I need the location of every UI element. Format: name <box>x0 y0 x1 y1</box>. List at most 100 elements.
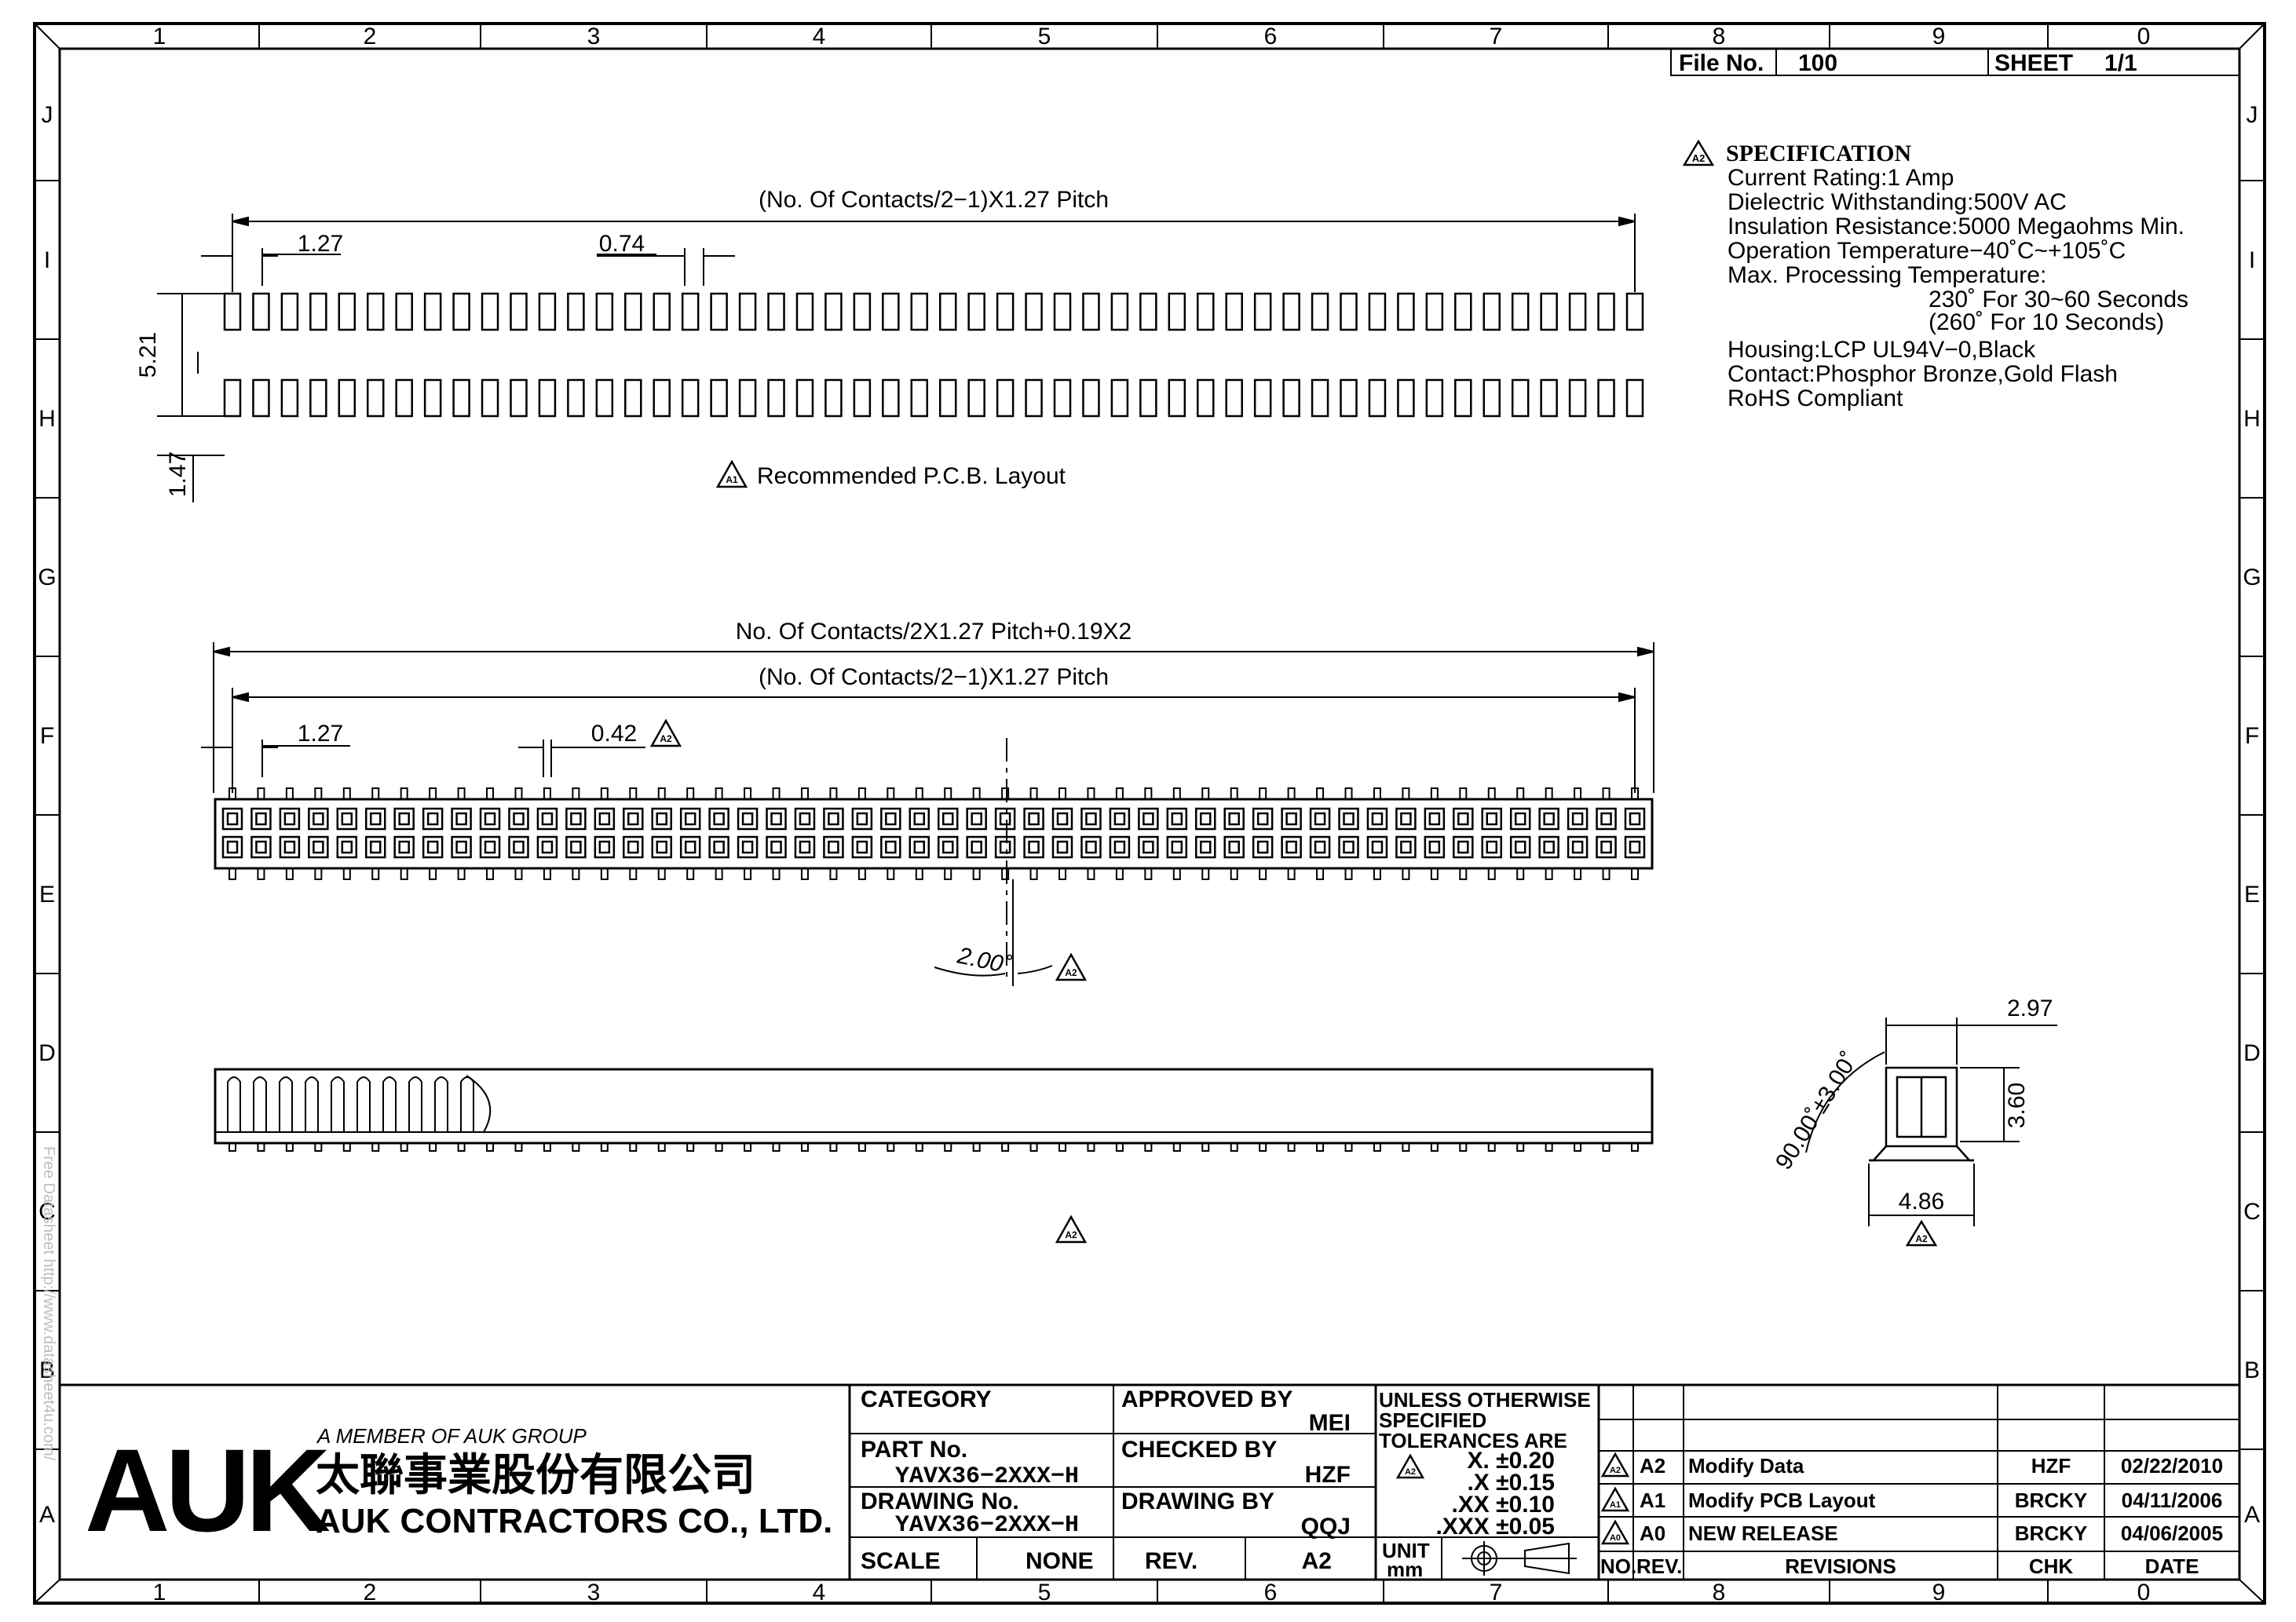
side-pin-tail <box>1373 1142 1381 1152</box>
pcb-pad <box>996 378 1015 418</box>
pcb-pad <box>1311 292 1329 331</box>
rev-header-rev: REV. <box>1636 1554 1682 1578</box>
pin-tail <box>1602 868 1610 880</box>
contact-cell <box>679 807 701 831</box>
contact-cell <box>1143 812 1154 826</box>
svg-text:A2: A2 <box>1065 1229 1077 1240</box>
contact-cell <box>1051 807 1073 831</box>
pcb-pad <box>710 292 728 331</box>
contact-cell <box>623 807 644 831</box>
revision-rev: A1 <box>1640 1489 1665 1512</box>
front-contact-cells <box>221 807 1646 859</box>
pcb-pad <box>423 378 442 418</box>
pin-tail <box>1631 787 1639 800</box>
contact-cell <box>1256 812 1269 826</box>
contact-cell <box>880 835 901 859</box>
contact-cell <box>856 812 868 826</box>
front-view: No. Of Contacts/2X1.27 Pitch+0.19X2 (No.… <box>201 619 1654 986</box>
contact-cell <box>941 812 954 826</box>
rev-header-revisions: REVISIONS <box>1785 1554 1896 1578</box>
pcb-caption: Recommended P.C.B. Layout <box>757 463 1066 489</box>
pcb-pad <box>767 292 785 331</box>
tolerance-1: .X ±0.15 <box>1467 1470 1555 1496</box>
contact-cell <box>1596 835 1617 859</box>
end-width-top-dim: 2.97 <box>2007 995 2053 1021</box>
pin-tail <box>686 868 695 880</box>
contact-cell <box>794 835 816 859</box>
contact-cell <box>1023 807 1044 831</box>
zone-label: F <box>40 723 54 749</box>
spec-line: Max. Processing Temperature: <box>1727 262 2046 288</box>
contact-cell <box>455 840 467 854</box>
contact-cell <box>1428 812 1441 826</box>
pin-tail <box>285 868 294 880</box>
contact-cell <box>422 807 444 831</box>
contact-cell <box>1200 840 1212 854</box>
side-pin-tail <box>1058 1142 1067 1152</box>
contact-cell <box>937 807 959 831</box>
pcb-pad-width-dim: 0.74 <box>599 231 645 257</box>
end-height-dim: 3.60 <box>2004 1083 2030 1128</box>
contact-cell <box>770 840 782 854</box>
contact-cell <box>1453 835 1474 859</box>
contact-cell <box>1109 807 1131 831</box>
contact-cell <box>1195 835 1216 859</box>
pcb-pad <box>653 378 671 418</box>
contact-cell <box>1028 812 1040 826</box>
contact-cell <box>513 812 525 826</box>
pcb-pad <box>510 378 528 418</box>
side-contact <box>408 1076 422 1132</box>
contact-cell <box>594 835 616 859</box>
contact-cell <box>484 812 496 826</box>
side-pin-tail <box>857 1142 866 1152</box>
contact-cell <box>451 807 472 831</box>
pcb-span-dim: (No. Of Contacts/2−1)X1.27 Pitch <box>759 187 1109 213</box>
contact-cell <box>255 840 267 854</box>
pin-tail <box>715 787 723 800</box>
pin-tail <box>1287 787 1296 800</box>
side-pin-tail <box>1287 1142 1296 1152</box>
pin-tail <box>1574 868 1582 880</box>
spec-line: Dielectric Withstanding:500V AC <box>1727 189 2067 215</box>
zone-label: E <box>2244 882 2260 908</box>
contact-cell <box>508 807 529 831</box>
revision-date: 04/11/2006 <box>2122 1489 2223 1512</box>
drawing-no-label: DRAWING No. <box>861 1489 1019 1514</box>
pcb-pad <box>1082 378 1100 418</box>
zone-ticks <box>35 24 2265 1603</box>
contact-cell <box>221 835 243 859</box>
zone-label: 2 <box>364 1580 377 1606</box>
contact-cell <box>885 812 897 826</box>
contact-cell <box>794 807 816 831</box>
zone-label: 3 <box>587 24 601 49</box>
contact-cell <box>713 812 725 826</box>
side-pin-tail <box>1430 1142 1439 1152</box>
pin-tail <box>371 868 380 880</box>
pcb-pad <box>681 378 700 418</box>
pcb-pad <box>538 292 557 331</box>
pcb-pad <box>1253 378 1272 418</box>
contact-cell <box>909 807 930 831</box>
zone-label: 0 <box>2137 24 2151 49</box>
pin-tail <box>686 787 695 800</box>
pcb-pad <box>910 292 929 331</box>
spec-line: Current Rating:1 Amp <box>1727 165 1954 191</box>
pcb-pad <box>280 378 299 418</box>
contact-cell <box>1486 840 1498 854</box>
pcb-pad <box>938 378 957 418</box>
side-pin-tail <box>772 1142 781 1152</box>
side-pin-tail <box>829 1142 838 1152</box>
pin-tail <box>1373 868 1381 880</box>
pin-tail <box>1459 787 1468 800</box>
contact-cell <box>570 812 582 826</box>
pcb-pad <box>280 292 299 331</box>
svg-text:A2: A2 <box>1065 967 1077 978</box>
revision-marker-icon <box>1600 1452 1630 1478</box>
contact-cell <box>1366 807 1388 831</box>
zone-label: C <box>38 1199 56 1225</box>
revision-rev: A2 <box>1640 1454 1665 1478</box>
contact-cell <box>341 812 353 826</box>
tolerance-heading: TOLERANCES ARE <box>1379 1429 1567 1452</box>
contact-cell <box>1543 840 1555 854</box>
